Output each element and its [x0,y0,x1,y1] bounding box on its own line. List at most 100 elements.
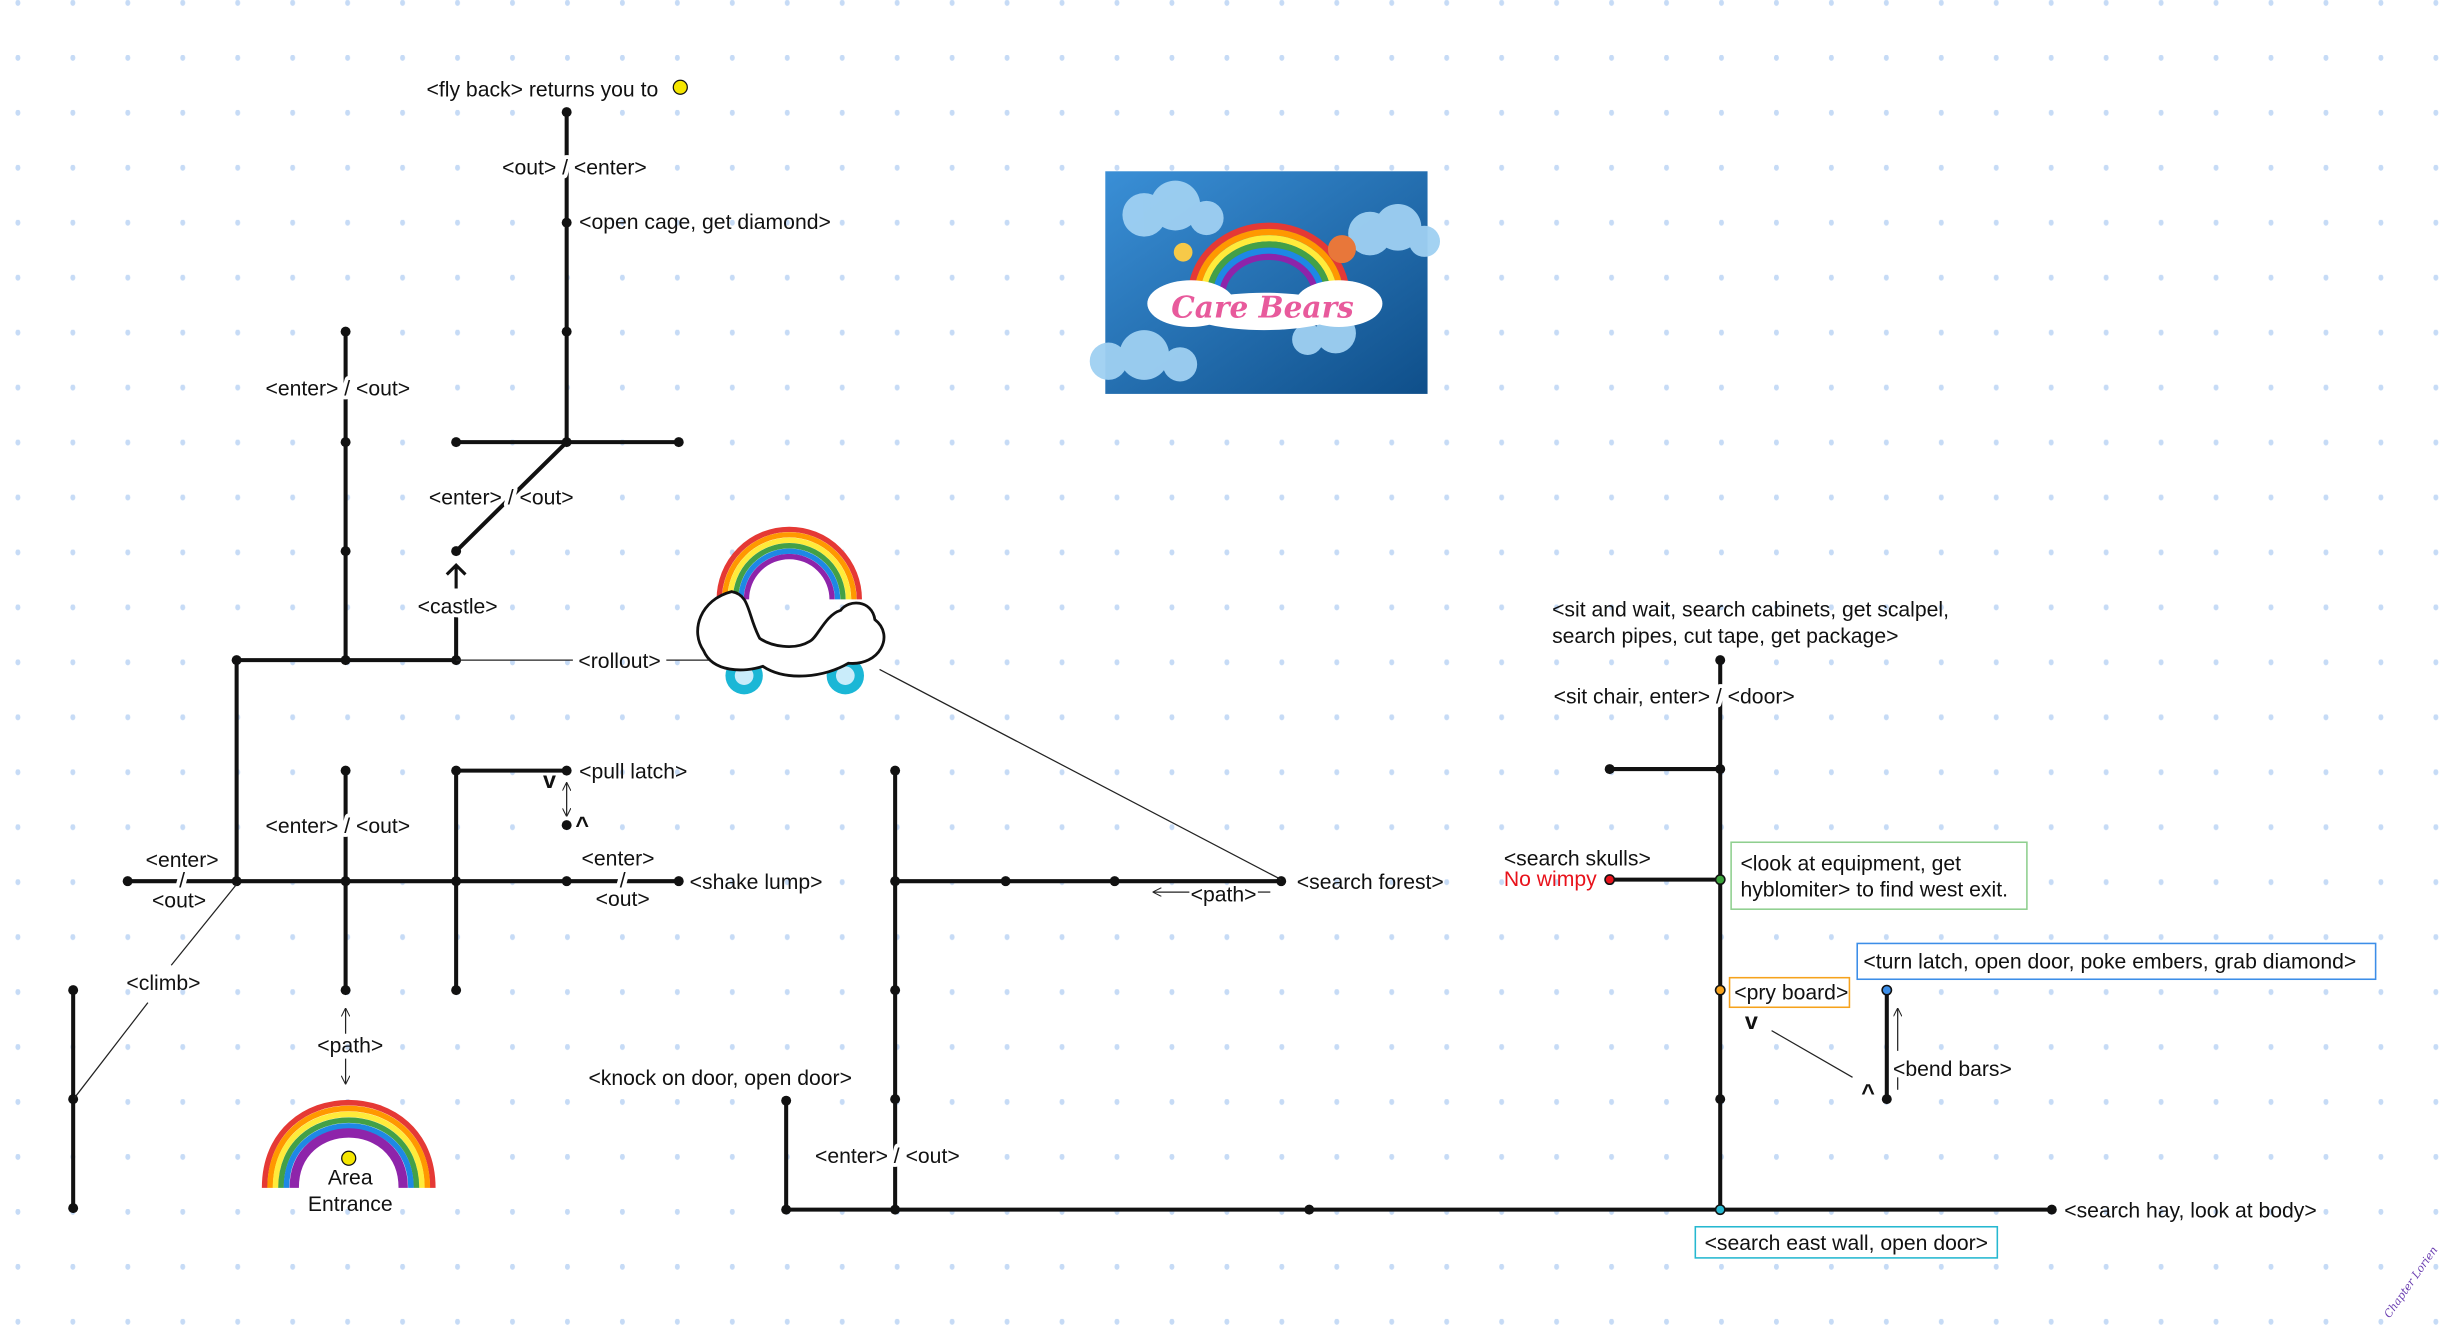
path-node [561,437,572,448]
path-node [340,985,351,996]
path-node [1304,1204,1315,1215]
highlighted-node [1604,874,1616,886]
label-search-hay: <search hay, look at body> [2064,1199,2316,1222]
logo-text: Care Bears [1171,290,1354,325]
path-node [1000,876,1011,887]
map-nodes [68,107,2057,1216]
path-node [451,437,462,448]
path-node [781,1204,792,1215]
path-node [68,985,79,996]
rainbow-cloud-wheels-icon [696,526,886,695]
east-wall-box [1694,1225,1999,1259]
label-turn-latch: <turn latch, open door, poke embers, gra… [1863,950,2356,973]
path-node [1109,876,1120,887]
label-enter-west: <enter> [146,849,219,872]
path-node [1715,1094,1726,1105]
path-node [340,326,351,337]
path-node [673,876,684,887]
label-enter-east: <enter> [582,848,655,871]
label-pull-latch: <pull latch> [579,760,687,783]
path-node [673,437,684,448]
highlighted-node [1714,1204,1726,1216]
label-open-cage: <open cage, get diamond> [579,211,831,234]
turn-latch-box [1856,942,2377,981]
path-node [890,985,901,996]
caret-up-latch: ^ [575,812,589,838]
label-area: Area [328,1167,373,1190]
labels: <fly back> returns you to <out> / <enter… [126,79,2356,1256]
label-knock-door: <knock on door, open door> [588,1067,851,1090]
fly-back-marker-icon [672,79,688,95]
climb-line-upper [170,883,238,966]
label-enter-out-diag: <enter> / <out> [429,486,574,509]
path-node [781,1095,792,1106]
label-sit-chair: <sit chair, enter> / <door> [1554,686,1795,709]
path-node [340,765,351,776]
label-search-skulls: <search skulls> [1504,848,1651,871]
label-sit-wait-1: <sit and wait, search cabinets, get scal… [1552,599,1949,622]
path-node [561,326,572,337]
label-pry-board: <pry board> [1734,981,1848,1004]
label-out-east: <out> [596,888,650,911]
path-node [451,985,462,996]
path-node [340,546,351,557]
path-node [561,107,572,118]
path-node [561,765,572,776]
path-node [122,876,133,887]
path-node [2046,1204,2057,1215]
path-node [451,546,462,557]
pry-connector [1771,1030,1853,1078]
label-equipment-2: hyblomiter> to find west exit. [1740,879,2008,902]
path-node [68,1203,79,1214]
path-segment [454,440,569,554]
path-node [451,876,462,887]
label-castle: <castle> [418,595,498,618]
climb-line-lower [74,1002,149,1098]
label-enter-out-bottom: <enter> / <out> [815,1145,960,1168]
path-node [1881,1094,1892,1105]
entrance-marker-icon [341,1150,357,1166]
path-node [451,765,462,776]
label-enter-out-mid: <enter> / <out> [265,815,410,838]
care-bears-logo: Care Bears [1089,171,1441,394]
path-node [231,876,242,887]
pry-board-box [1728,976,1851,1009]
label-shake-lump: <shake lump> [690,871,823,894]
label-search-east-wall: <search east wall, open door> [1705,1232,1988,1255]
path-node [1604,764,1615,775]
label-search-forest: <search forest> [1297,871,1444,894]
label-enter-out-left-top: <enter> / <out> [265,377,410,400]
label-path-south: <path> [317,1034,383,1057]
highlighted-node [1714,874,1726,886]
caret-up-pry: ^ [1861,1080,1875,1106]
path-node [1715,764,1726,775]
path-node [231,655,242,666]
highlighted-node [1881,984,1893,996]
label-entrance: Entrance [308,1193,393,1216]
thin-connectors [74,562,1898,1098]
path-node [561,217,572,228]
path-node [561,876,572,887]
caret-down-latch: v [543,767,556,793]
label-climb: <climb> [126,972,200,995]
label-rollout: <rollout> [578,650,660,673]
label-out-enter-top: <out> / <enter> [502,156,647,179]
path-node [890,1204,901,1215]
path-node [451,655,462,666]
path-node [340,655,351,666]
equipment-box [1730,841,2028,910]
path-node [340,876,351,887]
path-node [890,765,901,776]
caret-down-pry: v [1745,1008,1758,1034]
area-entrance-rainbow-icon [261,1099,436,1189]
path-node [1715,655,1726,666]
label-equipment-1: <look at equipment, get [1740,852,1961,875]
label-out-west: <out> [152,890,206,913]
label-bend-bars: <bend bars> [1893,1058,2012,1081]
castle-arrow [445,562,467,589]
label-no-wimpy: No wimpy [1504,868,1597,891]
label-path-forest: <path> [1191,883,1257,906]
path-node [890,876,901,887]
label-sit-wait-2: search pipes, cut tape, get package> [1552,625,1898,648]
